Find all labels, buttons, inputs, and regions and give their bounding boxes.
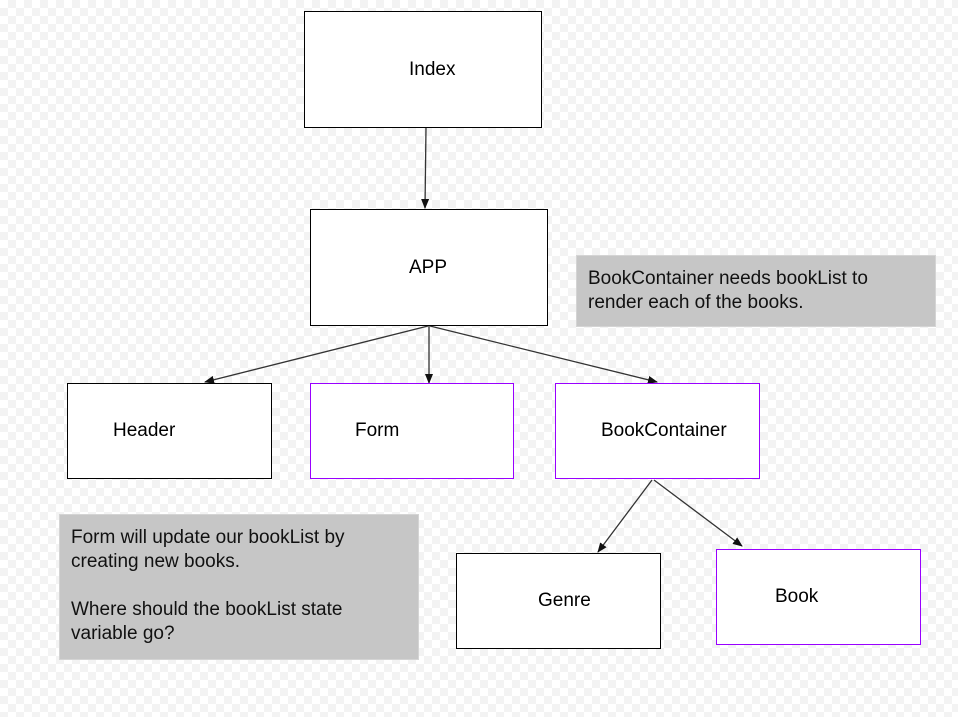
header-node-label: Header	[113, 420, 176, 441]
edge-bookcontainer-to-genre	[597, 479, 653, 553]
book-node-label: Book	[775, 586, 819, 607]
genre-node-label: Genre	[538, 590, 591, 611]
edge-app-to-header	[204, 325, 429, 384]
form-node-label: Form	[355, 420, 400, 441]
form-note-text-1: Form will update our bookList by creatin…	[71, 527, 345, 572]
genre-node: Genre	[456, 553, 661, 649]
form-node: Form	[310, 383, 514, 479]
book-container-node-label: BookContainer	[601, 420, 727, 441]
book-container-node: BookContainer	[555, 383, 760, 479]
form-note-text-2: Where should the bookList state variable…	[71, 599, 343, 644]
book-container-note-text: BookContainer needs bookList to render e…	[588, 268, 868, 313]
edge-app-to-bookcontainer	[429, 325, 658, 384]
app-node-label: APP	[409, 256, 448, 278]
index-node-label: Index	[409, 58, 456, 80]
book-container-note: BookContainer needs bookList to render e…	[576, 255, 936, 327]
book-node: Book	[716, 549, 921, 645]
index-node: Index	[304, 11, 542, 128]
form-note: Form will update our bookList by creatin…	[59, 514, 419, 660]
header-node: Header	[67, 383, 272, 479]
edge-bookcontainer-to-book	[653, 479, 743, 547]
edge-index-to-app	[421, 126, 430, 209]
app-node: APP	[310, 209, 548, 326]
